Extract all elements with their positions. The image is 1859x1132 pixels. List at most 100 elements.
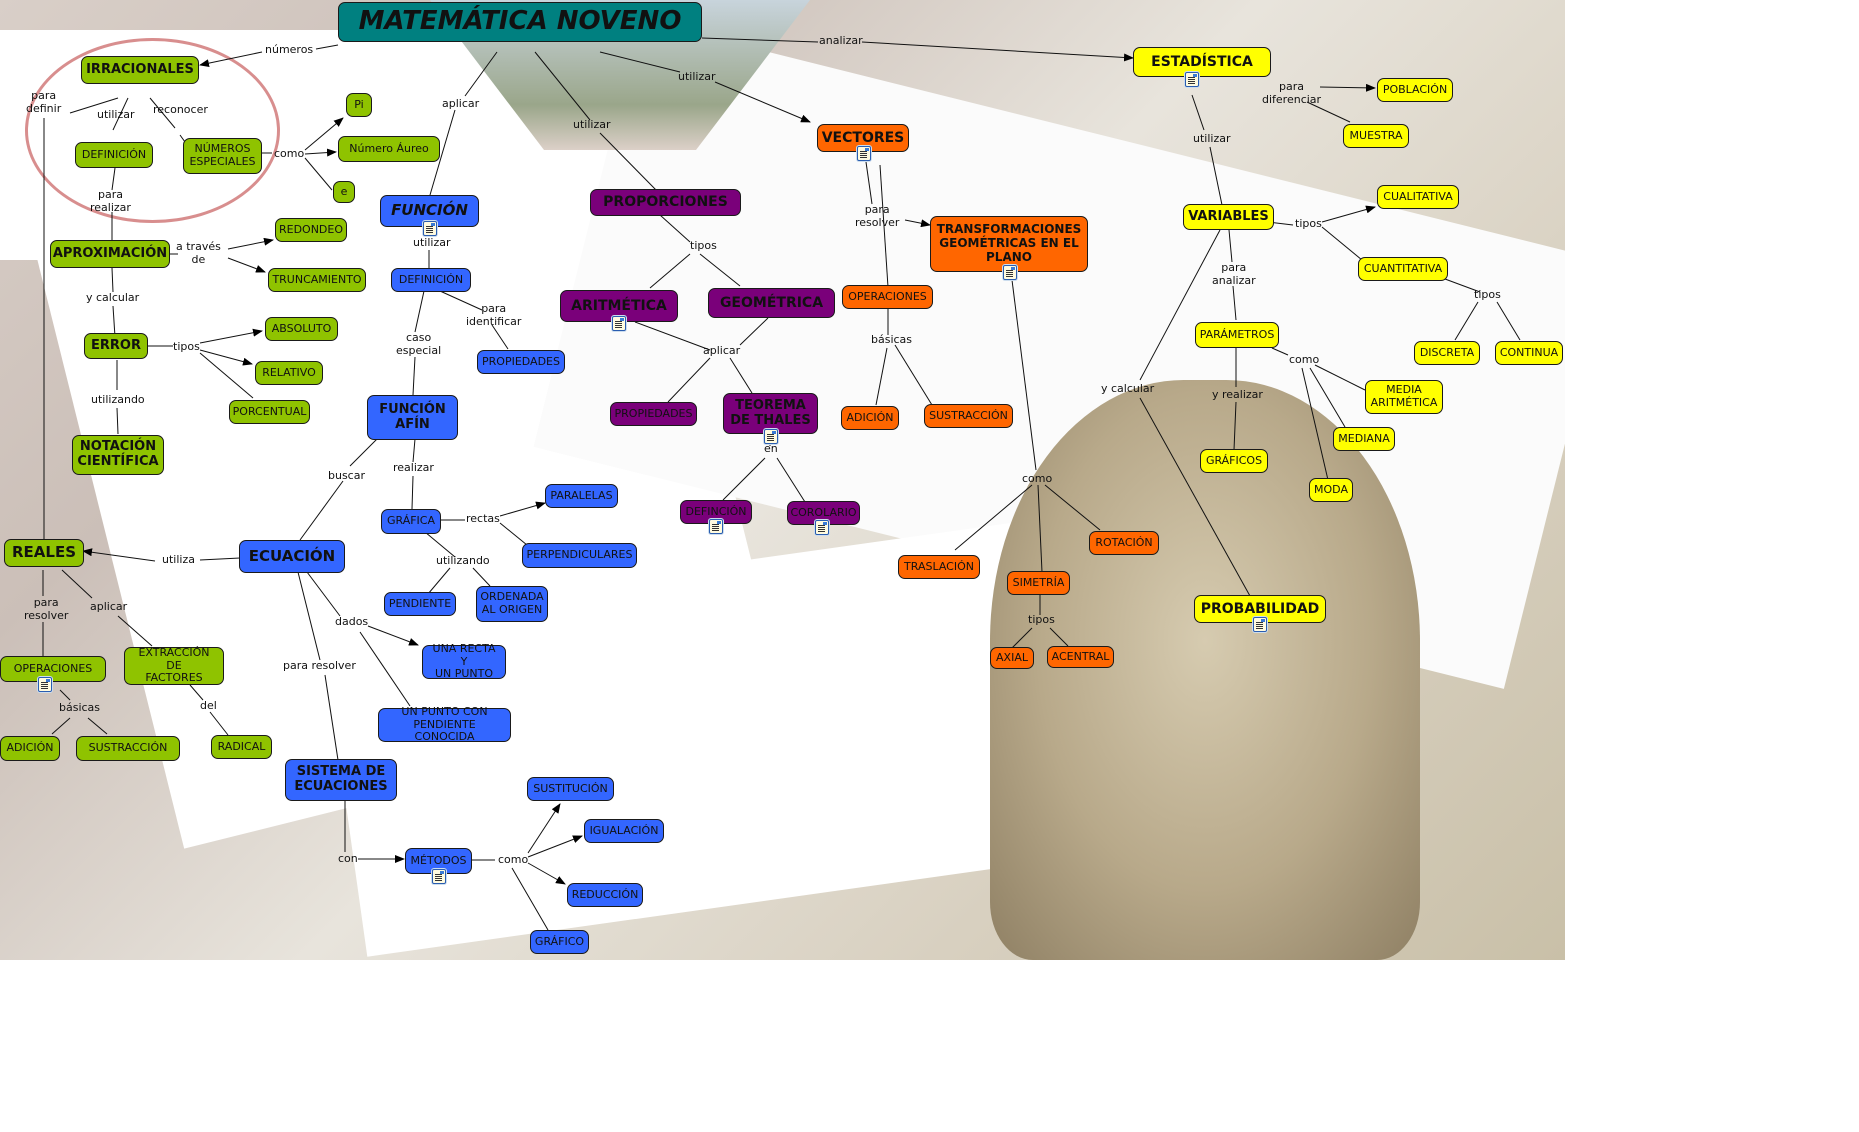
node-absoluto[interactable]: ABSOLUTO <box>265 317 338 341</box>
node-recta-punto[interactable]: UNA RECTA Y UN PUNTO <box>422 642 506 680</box>
attachment-icon-operaciones[interactable] <box>38 677 52 692</box>
connection-lines <box>42 37 1521 931</box>
node-sustraccion-vectores[interactable]: SUSTRACCIÓN <box>924 404 1013 428</box>
node-porcentual[interactable]: PORCENTUAL <box>229 400 310 424</box>
node-teorema-thales[interactable]: TEOREMA DE THALES <box>723 393 818 434</box>
node-cualitativa[interactable]: CUALITATIVA <box>1377 185 1459 209</box>
node-sustraccion-reales[interactable]: SUSTRACCIÓN <box>76 736 180 761</box>
node-error[interactable]: ERROR <box>84 333 148 359</box>
node-sistema-ecuaciones[interactable]: SISTEMA DE ECUACIONES <box>285 759 397 801</box>
node-moda[interactable]: MODA <box>1309 478 1353 502</box>
link-label-tipos-error: tipos <box>173 340 200 353</box>
node-metodos[interactable]: MÉTODOS <box>405 848 472 874</box>
link-label-y-realizar: y realizar <box>1212 388 1263 401</box>
link-label-buscar: buscar <box>328 469 365 482</box>
node-operaciones-reales[interactable]: OPERACIONES <box>0 656 106 682</box>
node-funcion-afin[interactable]: FUNCIÓN AFÍN <box>367 395 458 440</box>
node-grafica[interactable]: GRÁFICA <box>381 509 441 534</box>
link-label-y-calcular-estadistica: y calcular <box>1101 382 1155 395</box>
background-statue <box>990 380 1420 960</box>
node-punto-pendiente[interactable]: UN PUNTO CON PENDIENTE CONOCIDA <box>378 705 511 743</box>
node-pi[interactable]: Pi <box>346 93 372 117</box>
node-numeros-especiales[interactable]: NÚMEROS ESPECIALES <box>183 138 262 174</box>
node-propiedades-funcion[interactable]: PROPIEDADES <box>477 350 565 374</box>
node-redondeo[interactable]: REDONDEO <box>275 218 347 242</box>
node-radical[interactable]: RADICAL <box>211 735 272 759</box>
node-variables[interactable]: VARIABLES <box>1183 204 1274 230</box>
node-definicion-thales[interactable]: DEFINCIÓN <box>680 500 752 524</box>
node-reduccion[interactable]: REDUCCIÓN <box>567 883 643 907</box>
node-transformaciones[interactable]: TRANSFORMACIONES GEOMÉTRICAS EN EL PLANO <box>930 216 1088 272</box>
node-sustitucion[interactable]: SUSTITUCIÓN <box>527 777 614 801</box>
attachment-icon-vectores[interactable] <box>857 146 871 161</box>
node-cuantitativa[interactable]: CUANTITATIVA <box>1358 257 1448 281</box>
node-vectores[interactable]: VECTORES <box>817 124 909 152</box>
link-label-utilizando-nc: utilizando <box>91 393 145 406</box>
node-perpendiculares[interactable]: PERPENDICULARES <box>522 543 637 568</box>
attachment-icon-probabilidad[interactable] <box>1253 617 1267 632</box>
node-ordenada-origen[interactable]: ORDENADA AL ORIGEN <box>476 586 548 622</box>
link-label-tipos-proporciones: tipos <box>690 239 717 252</box>
attachment-icon-transformaciones[interactable] <box>1003 265 1017 280</box>
link-label-con: con <box>338 852 358 865</box>
link-label-dados: dados <box>335 615 369 628</box>
attachment-icon-corolario[interactable] <box>815 520 829 535</box>
link-label-como-num: como <box>274 147 305 160</box>
node-grafico[interactable]: GRÁFICO <box>530 930 589 954</box>
node-muestra[interactable]: MUESTRA <box>1343 124 1409 148</box>
attachment-icon-estadistica[interactable] <box>1185 72 1199 87</box>
node-discreta[interactable]: DISCRETA <box>1414 341 1480 365</box>
link-label-para-resolver-vectores: para resolver <box>855 203 900 229</box>
node-extraccion-factores[interactable]: EXTRACCIÓN DE FACTORES <box>124 646 224 685</box>
node-rotacion[interactable]: ROTACIÓN <box>1089 531 1159 555</box>
node-acentral[interactable]: ACENTRAL <box>1047 646 1114 668</box>
node-notacion-cientifica[interactable]: NOTACIÓN CIENTÍFICA <box>72 435 164 475</box>
node-pendiente[interactable]: PENDIENTE <box>384 592 456 616</box>
node-propiedades-proporciones[interactable]: PROPIEDADES <box>610 402 697 426</box>
node-continua[interactable]: CONTINUA <box>1495 341 1563 365</box>
link-label-para-resolver-reales: para resolver <box>24 596 69 622</box>
node-igualacion[interactable]: IGUALACIÓN <box>584 819 664 843</box>
node-traslacion[interactable]: TRASLACIÓN <box>898 555 980 579</box>
node-parametros[interactable]: PARÁMETROS <box>1195 322 1279 348</box>
link-label-en: en <box>764 442 778 455</box>
node-truncamiento[interactable]: TRUNCAMIENTO <box>268 268 366 292</box>
link-label-para-analizar: para analizar <box>1212 261 1256 287</box>
node-graficos[interactable]: GRÁFICOS <box>1200 449 1268 473</box>
link-label-utilizar-funcion: utilizar <box>413 236 451 249</box>
node-irracionales[interactable]: IRRACIONALES <box>81 56 199 84</box>
link-label-aplicar-geometrica: aplicar <box>703 344 741 357</box>
node-aproximacion[interactable]: APROXIMACIÓN <box>50 240 170 268</box>
link-label-a-traves-de: a través de <box>176 240 221 266</box>
attachment-icon-definicion-thales[interactable] <box>709 519 723 534</box>
node-reales[interactable]: REALES <box>4 539 84 567</box>
node-relativo[interactable]: RELATIVO <box>255 361 323 385</box>
node-adicion-reales[interactable]: ADICIÓN <box>0 736 60 761</box>
node-ecuacion[interactable]: ECUACIÓN <box>239 540 345 573</box>
node-mediana[interactable]: MEDIANA <box>1333 427 1395 451</box>
attachment-icon-thales[interactable] <box>764 429 778 444</box>
node-paralelas[interactable]: PARALELAS <box>545 484 618 508</box>
node-geometrica[interactable]: GEOMÉTRICA <box>708 288 835 318</box>
link-label-utilizar-estadistica: utilizar <box>1193 132 1231 145</box>
node-adicion-vectores[interactable]: ADICIÓN <box>841 406 899 430</box>
node-media-aritmetica[interactable]: MEDIA ARITMÉTICA <box>1365 380 1443 414</box>
node-estadistica[interactable]: ESTADÍSTICA <box>1133 47 1271 77</box>
link-label-tipos-simetria: tipos <box>1028 613 1055 626</box>
title-node[interactable]: MATEMÁTICA NOVENO <box>338 2 702 42</box>
node-definicion-irracionales[interactable]: DEFINICIÓN <box>75 142 153 168</box>
attachment-icon-aritmetica[interactable] <box>612 316 626 331</box>
node-e[interactable]: e <box>333 181 355 203</box>
link-label-numeros: números <box>265 43 314 56</box>
node-proporciones[interactable]: PROPORCIONES <box>590 189 741 216</box>
node-simetria[interactable]: SIMETRÍA <box>1007 571 1070 595</box>
link-label-para-identificar: para identificar <box>466 302 522 328</box>
node-operaciones-vectores[interactable]: OPERACIONES <box>842 285 933 309</box>
link-label-del: del <box>200 699 217 712</box>
node-axial[interactable]: AXIAL <box>990 647 1034 669</box>
node-numero-aureo[interactable]: Número Áureo <box>338 136 440 162</box>
node-definicion-funcion[interactable]: DEFINICIÓN <box>391 268 471 292</box>
node-poblacion[interactable]: POBLACIÓN <box>1377 78 1453 102</box>
attachment-icon-metodos[interactable] <box>432 869 446 884</box>
attachment-icon-funcion[interactable] <box>423 221 437 236</box>
